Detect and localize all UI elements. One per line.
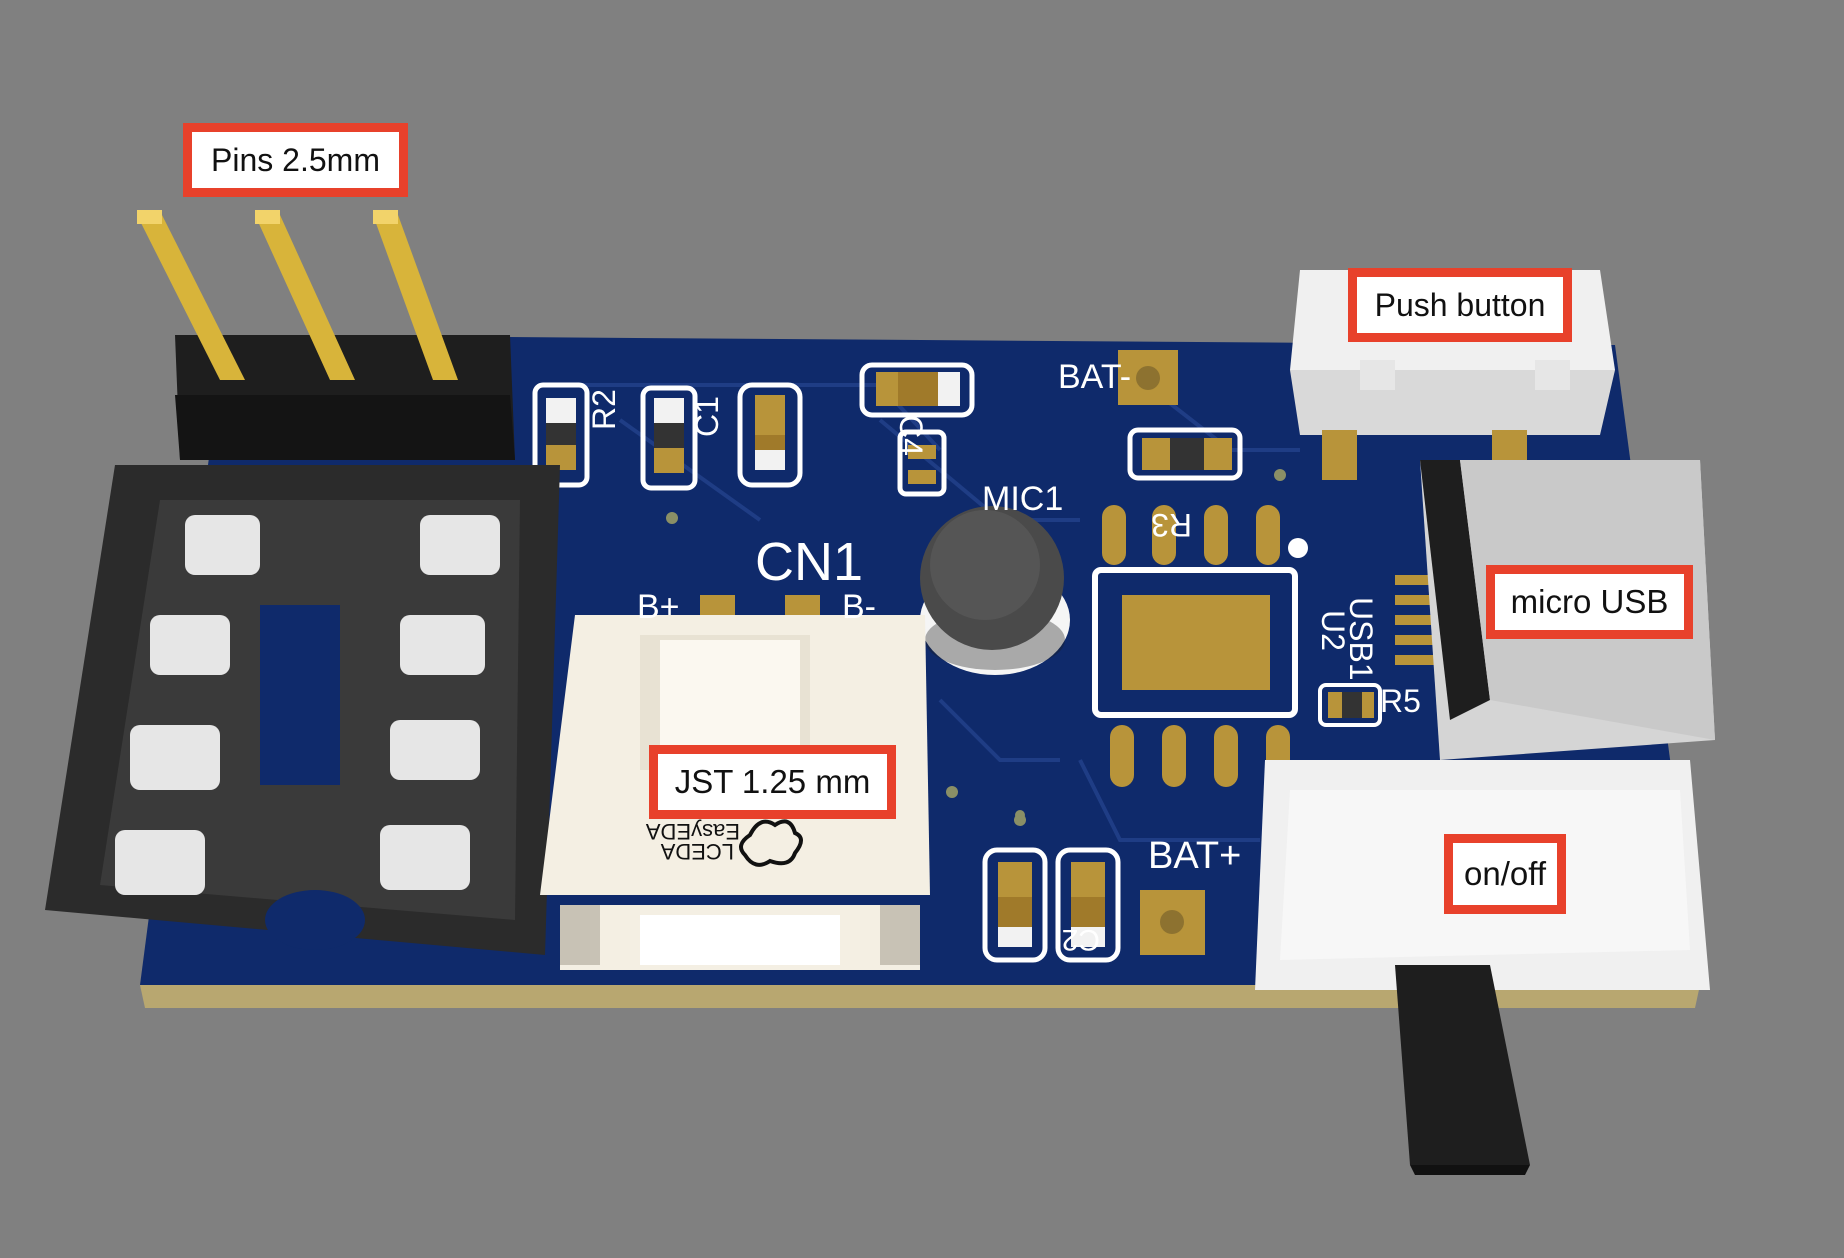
lceda-logo: LCEDA EasyEDA	[646, 819, 803, 867]
bat-minus-label: BAT-	[1058, 358, 1131, 396]
gold-pin-2	[255, 210, 355, 380]
smd-r2	[640, 385, 698, 491]
bat-plus-pad	[1140, 890, 1205, 955]
slide-switch	[1255, 760, 1710, 1175]
r2-label: R2	[586, 389, 622, 430]
smd-r3	[1127, 427, 1243, 481]
r3-label: R3	[1151, 507, 1192, 543]
b-minus-label: B-	[842, 588, 876, 626]
smd-c4	[859, 362, 975, 497]
callout-on-off: on/off	[1444, 834, 1566, 914]
smd-c-top	[737, 382, 803, 488]
callout-micro-usb: micro USB	[1486, 565, 1693, 639]
usb1-label: USB1	[1343, 597, 1379, 681]
gold-pin-3	[373, 210, 458, 380]
gold-pin-1	[137, 210, 245, 380]
easyeda-text: EasyEDA	[646, 819, 740, 844]
mic1-label: MIC1	[982, 480, 1063, 518]
c2-label: C2	[1062, 923, 1100, 956]
vias	[666, 469, 1286, 826]
u2-label: U2	[1315, 610, 1351, 651]
bat-minus-pad	[1118, 350, 1178, 405]
r5-label: R5	[1380, 683, 1421, 719]
u2-chip	[1092, 505, 1308, 787]
smd-c3	[982, 847, 1048, 963]
b-plus-label: B+	[637, 588, 680, 626]
mic1-microphone	[920, 506, 1070, 675]
battery-socket	[45, 465, 560, 955]
smd-r5	[1318, 683, 1382, 727]
pin-header-p1	[137, 210, 515, 460]
cn1-label: CN1	[755, 532, 863, 592]
lceda-text: LCEDA	[660, 839, 734, 864]
callout-push-button: Push button	[1348, 268, 1572, 342]
c4-label: C4	[893, 415, 929, 456]
callout-pins: Pins 2.5mm	[183, 123, 408, 197]
pcb-board-edge	[140, 985, 1700, 1008]
callout-jst: JST 1.25 mm	[649, 745, 896, 819]
bat-plus-label: BAT+	[1148, 835, 1241, 877]
smd-c2	[1055, 847, 1121, 963]
c1-label: C1	[689, 396, 725, 437]
